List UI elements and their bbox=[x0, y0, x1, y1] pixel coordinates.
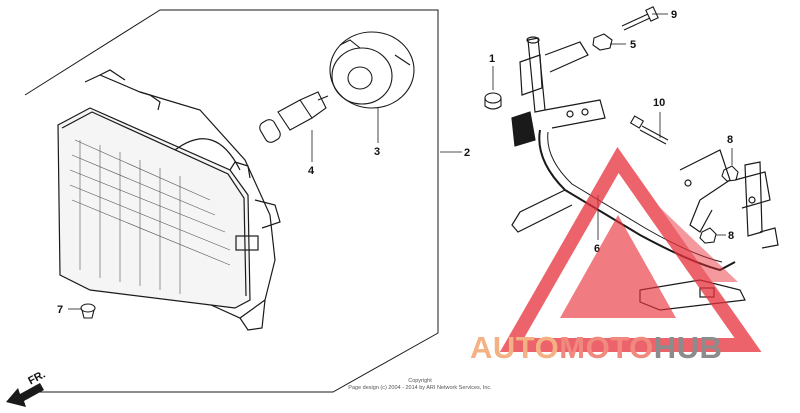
callout-4: 4 bbox=[308, 165, 315, 177]
front-direction-arrow-icon bbox=[6, 383, 44, 407]
copyright-line-1: Copyright bbox=[408, 378, 432, 384]
watermark-part-hub: HUB bbox=[653, 330, 723, 365]
socket-cover[interactable] bbox=[329, 31, 415, 109]
callout-10: 10 bbox=[653, 97, 665, 109]
callout-1: 1 bbox=[489, 53, 495, 65]
watermark-wordmark: AUTOMOTOHUB bbox=[470, 330, 722, 366]
watermark-part-moto: MOTO bbox=[559, 330, 654, 365]
headlight-stay[interactable] bbox=[511, 36, 779, 311]
side-bolt[interactable] bbox=[629, 115, 669, 145]
callout-7: 7 bbox=[57, 304, 63, 316]
headlight-assembly[interactable] bbox=[57, 69, 281, 331]
callout-8-lower: 8 bbox=[728, 230, 734, 242]
callout-6: 6 bbox=[594, 243, 600, 255]
top-bolt[interactable] bbox=[621, 6, 659, 31]
group-frame bbox=[24, 9, 439, 393]
screw[interactable] bbox=[80, 303, 96, 319]
upper-nut[interactable] bbox=[592, 33, 613, 51]
copyright-line-2: Page design (c) 2004 - 2014 by ARI Netwo… bbox=[348, 385, 492, 391]
leader-lines bbox=[68, 13, 733, 310]
watermark-logo bbox=[499, 146, 762, 352]
watermark-part-auto: AUTO bbox=[470, 330, 560, 365]
upper-collar-nut[interactable] bbox=[721, 165, 739, 182]
callout-5: 5 bbox=[630, 39, 636, 51]
callout-9: 9 bbox=[671, 9, 677, 21]
callout-2: 2 bbox=[464, 147, 470, 159]
callout-8-upper: 8 bbox=[727, 134, 733, 146]
bulb[interactable] bbox=[258, 91, 329, 145]
lower-collar-nut[interactable] bbox=[699, 227, 717, 244]
callouts: 1 2 3 4 5 6 7 8 8 9 10 bbox=[57, 9, 734, 316]
grommet[interactable] bbox=[484, 92, 502, 110]
callout-3: 3 bbox=[374, 146, 380, 158]
copyright-notice: Copyright Page design (c) 2004 - 2014 by… bbox=[300, 378, 540, 392]
